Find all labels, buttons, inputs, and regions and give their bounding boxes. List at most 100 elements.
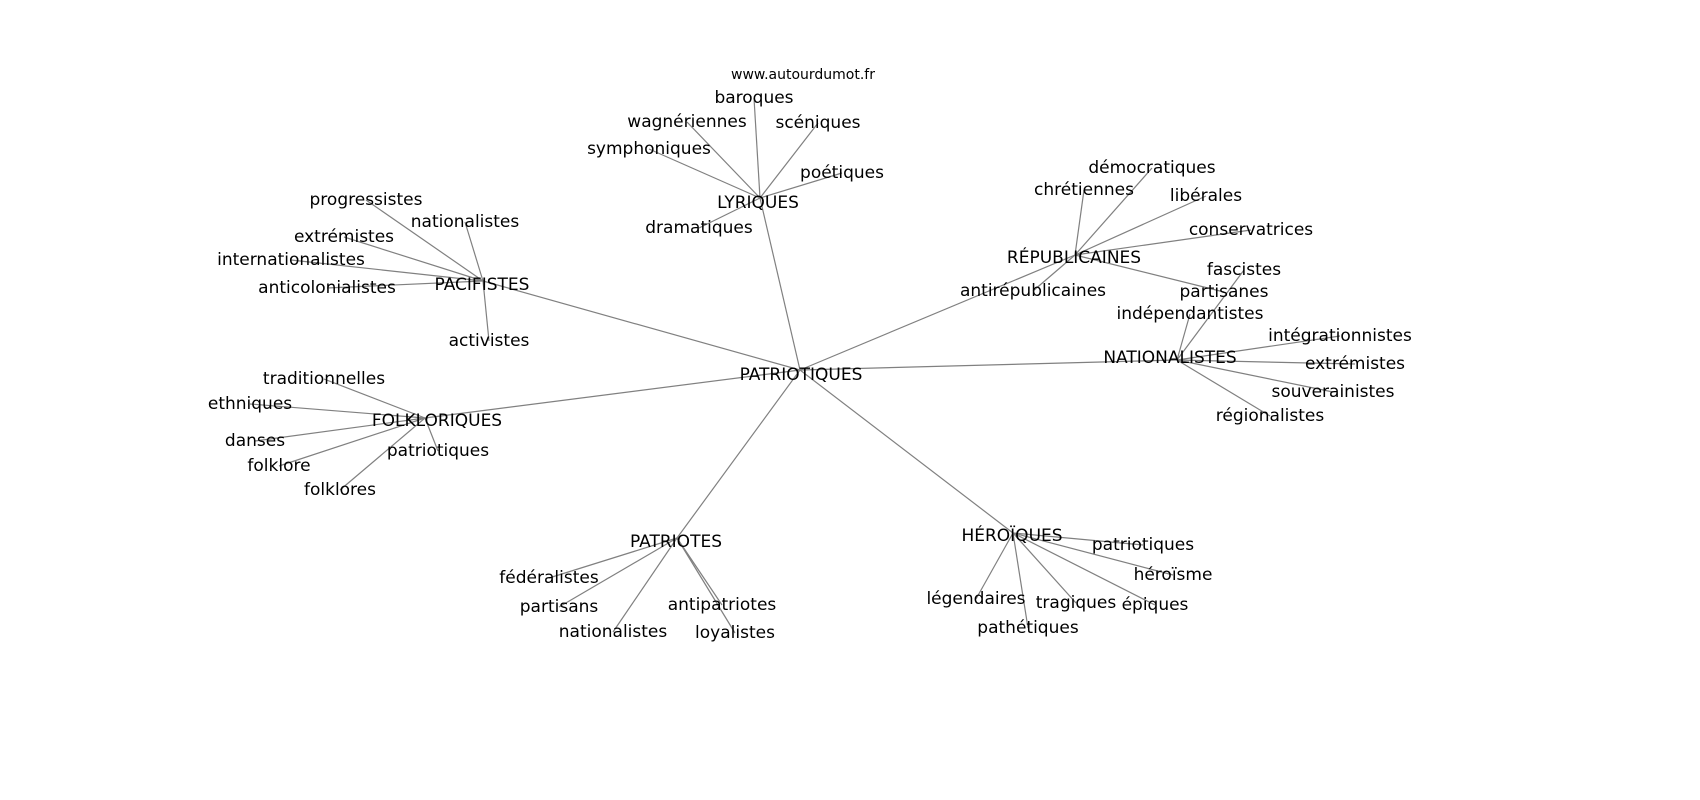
node-label-rep2[interactable]: démocratiques [1088, 158, 1215, 178]
edge-rep-rep1 [1074, 189, 1085, 256]
edge-her-her2 [1012, 532, 1174, 576]
node-label-pac1[interactable]: progressistes [310, 190, 423, 210]
node-label-lyr1[interactable]: wagnériennes [627, 112, 747, 132]
node-label-nat6[interactable]: fascistes [1207, 260, 1281, 280]
node-label-fol1[interactable]: traditionnelles [263, 369, 385, 389]
edge-nat-nat2 [1176, 359, 1356, 365]
edge-pac-pac6 [482, 280, 490, 342]
node-label-nat4[interactable]: régionalistes [1216, 406, 1325, 426]
edge-rep-rep3 [1074, 195, 1207, 256]
node-label-pat[interactable]: PATRIOTES [630, 532, 722, 552]
node-label-lyr3[interactable]: scéniques [775, 113, 860, 133]
node-label-rep5[interactable]: partisanes [1180, 282, 1269, 302]
node-label-pac[interactable]: PACIFISTES [435, 275, 530, 295]
edge-fol-fol4 [278, 417, 426, 467]
node-label-pat3[interactable]: nationalistes [559, 622, 668, 642]
node-label-fol[interactable]: FOLKLORIQUES [372, 411, 502, 431]
edge-lyr-lyr6 [698, 197, 761, 229]
node-label-lyr[interactable]: LYRIQUES [717, 193, 799, 213]
node-label-pat1[interactable]: fédéralistes [499, 568, 599, 588]
edge-pat-pat2 [558, 537, 678, 608]
edge-nat-nat4 [1176, 359, 1271, 417]
node-label-rep6[interactable]: antirépublicaines [960, 281, 1106, 301]
edge-lyr-lyr2 [753, 97, 761, 199]
node-label-rep4[interactable]: conservatrices [1189, 220, 1313, 240]
edge-lyr-lyr5 [759, 172, 843, 199]
node-label-pac3[interactable]: extrémistes [294, 227, 394, 247]
node-label-her[interactable]: HÉROÏQUES [961, 524, 1062, 546]
node-label-nat5[interactable]: indépendantistes [1117, 304, 1264, 324]
node-label-her6[interactable]: légendaires [926, 589, 1025, 609]
edge-pat-pat1 [548, 537, 678, 579]
edge-fol-fol6 [424, 417, 439, 452]
edge-rep-rep4 [1074, 229, 1252, 256]
node-label-lyr5[interactable]: poétiques [800, 163, 884, 183]
edge-her-her6 [975, 532, 1014, 600]
edge-her-her4 [1012, 532, 1077, 604]
node-label-her5[interactable]: pathétiques [977, 618, 1079, 638]
edge-her-her1 [1012, 532, 1144, 546]
edge-nat-nat6 [1176, 269, 1245, 361]
edge-rep-rep6 [1032, 254, 1076, 292]
edge-root-pat [676, 369, 801, 539]
edge-root-her [799, 369, 1014, 534]
node-label-rep3[interactable]: libérales [1170, 186, 1242, 206]
node-label-rep1[interactable]: chrétiennes [1034, 180, 1134, 200]
edge-pat-pat5 [676, 537, 723, 606]
node-label-lyr4[interactable]: symphoniques [587, 139, 711, 159]
edge-rep-rep2 [1074, 167, 1153, 256]
node-label-rep[interactable]: RÉPUBLICAINES [1007, 246, 1141, 268]
labels-layer: PATRIOTIQUES LYRIQUES PACIFISTES FOLKLORIQU… [208, 88, 1412, 643]
node-label-her1[interactable]: patriotiques [1092, 535, 1194, 555]
node-label-nat1[interactable]: intégrationnistes [1268, 326, 1412, 346]
node-label-lyr2[interactable]: baroques [714, 88, 793, 108]
edge-root-rep [799, 254, 1076, 371]
node-label-fol4[interactable]: folklore [247, 456, 310, 476]
edge-root-fol [424, 369, 801, 419]
edge-lyr-lyr1 [686, 121, 761, 199]
edge-rep-rep5 [1074, 254, 1225, 293]
edge-pac-pac2 [464, 221, 484, 282]
node-label-pac5[interactable]: anticolonialistes [258, 278, 396, 298]
edge-pat-pat4 [676, 537, 736, 634]
edge-pac-pac5 [326, 280, 484, 289]
node-label-pac4[interactable]: internationalistes [217, 250, 365, 270]
node-label-pat5[interactable]: antipatriotes [668, 595, 777, 615]
node-label-root[interactable]: PATRIOTIQUES [740, 365, 863, 385]
node-label-pac6[interactable]: activistes [449, 331, 530, 351]
edge-root-nat [799, 359, 1178, 371]
node-label-pat2[interactable]: partisans [520, 597, 599, 617]
node-label-her2[interactable]: héroïsme [1134, 565, 1213, 585]
edge-pac-pac1 [365, 199, 484, 282]
edge-lyr-lyr3 [759, 122, 819, 199]
node-label-fol5[interactable]: folklores [304, 480, 376, 500]
edge-fol-fol3 [254, 417, 426, 442]
edge-nat-nat3 [1176, 359, 1334, 393]
node-label-nat[interactable]: NATIONALISTES [1103, 348, 1236, 368]
node-label-pac2[interactable]: nationalistes [411, 212, 520, 232]
watermark: www.autourdumot.fr [731, 67, 875, 83]
edge-root-pac [482, 280, 801, 371]
node-label-lyr6[interactable]: dramatiques [645, 218, 753, 238]
node-label-fol6[interactable]: patriotiques [387, 441, 489, 461]
node-label-pat4[interactable]: loyalistes [695, 623, 775, 643]
edge-her-her5 [1012, 532, 1029, 629]
edge-fol-fol2 [249, 403, 426, 419]
edge-root-lyr [759, 197, 801, 371]
edge-nat-nat5 [1176, 313, 1191, 361]
edge-pat-pat3 [612, 537, 678, 633]
edge-pac-pac4 [290, 259, 484, 282]
edge-lyr-lyr4 [648, 148, 761, 199]
edges-layer [249, 97, 1356, 634]
edge-fol-fol1 [323, 378, 426, 419]
node-label-fol2[interactable]: ethniques [208, 394, 292, 414]
edge-her-her3 [1012, 532, 1156, 606]
node-label-her3[interactable]: épiques [1122, 595, 1189, 615]
node-label-nat3[interactable]: souverainistes [1271, 382, 1394, 402]
edge-fol-fol5 [339, 417, 426, 491]
edge-nat-nat1 [1176, 335, 1341, 361]
node-label-fol3[interactable]: danses [225, 431, 285, 451]
node-label-her4[interactable]: tragiques [1036, 593, 1117, 613]
node-label-nat2[interactable]: extrémistes [1305, 354, 1405, 374]
